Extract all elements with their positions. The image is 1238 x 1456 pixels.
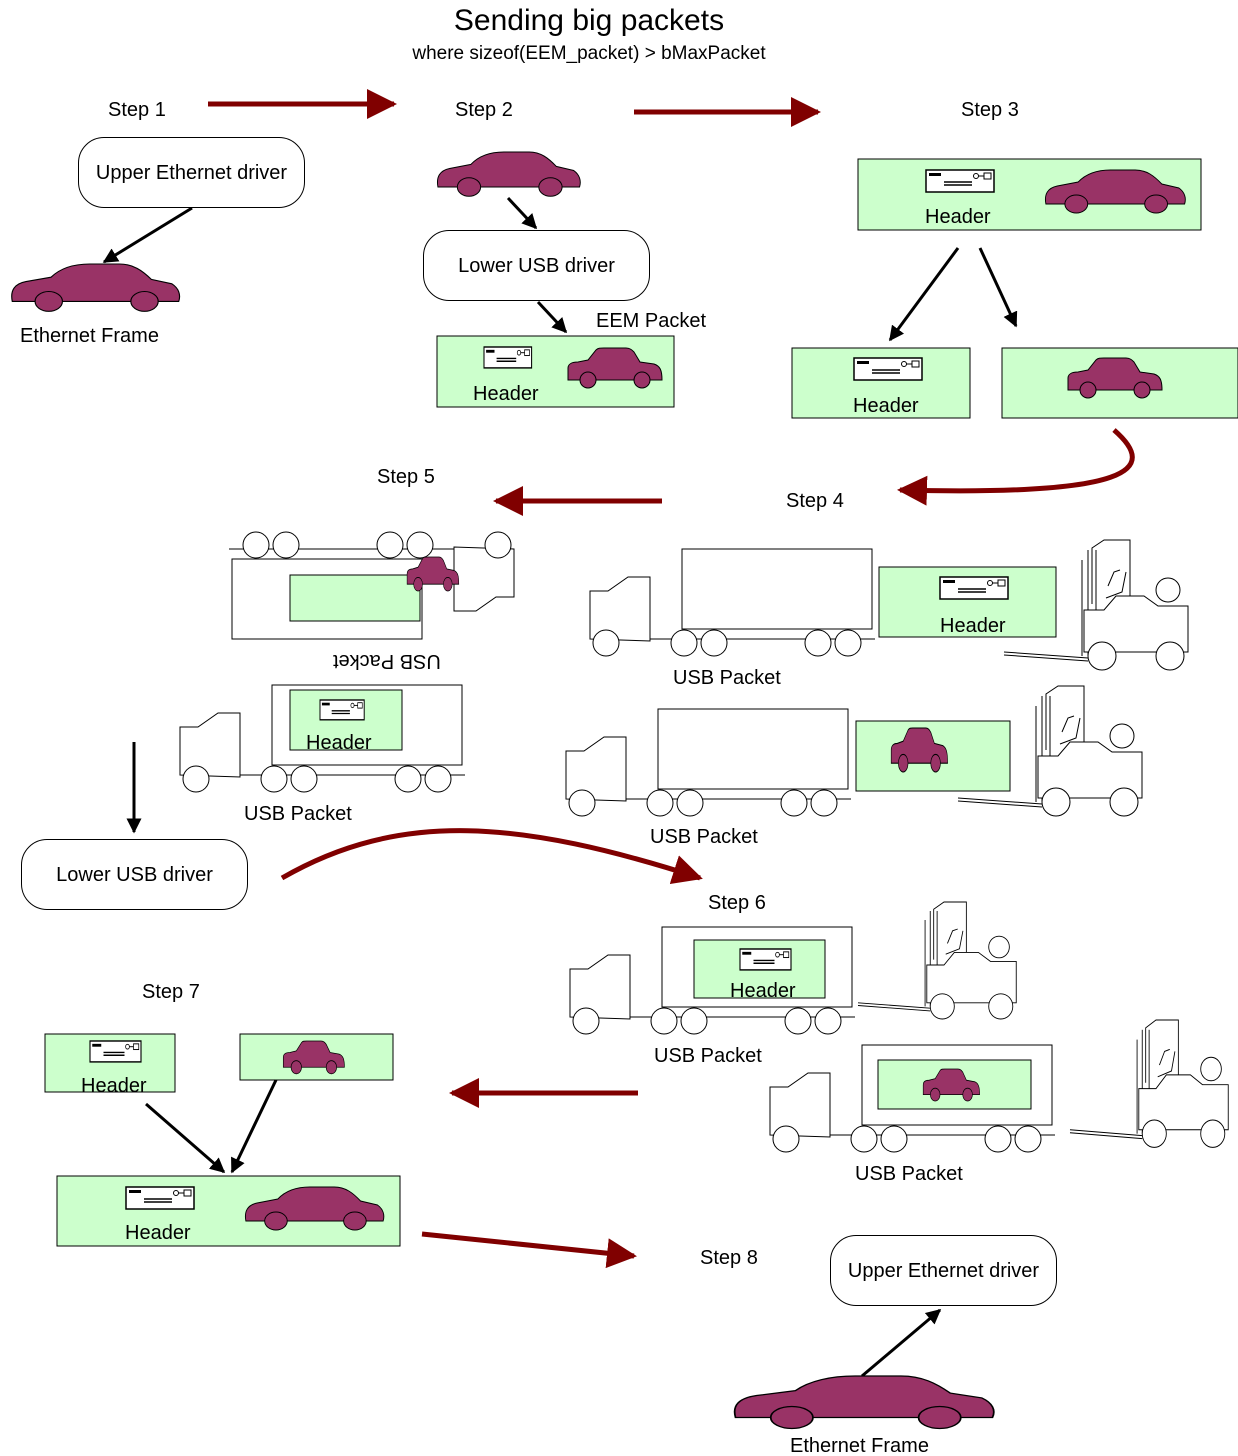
diagram-title: Sending big packets xyxy=(453,4,725,37)
header-label: Header xyxy=(940,615,1006,637)
header-label: Header xyxy=(306,732,372,754)
truck-icon xyxy=(589,548,876,657)
flipped-truck-group xyxy=(228,531,515,640)
envelope-icon xyxy=(939,576,1009,600)
usb-packet-label: USB Packet xyxy=(654,1045,762,1067)
step-label-6: Step 6 xyxy=(708,892,766,914)
header-label: Header xyxy=(925,206,991,228)
header-label: Header xyxy=(81,1075,147,1097)
diagram-subtitle: where sizeof(EEM_packet) > bMaxPacket xyxy=(412,43,766,64)
step-label-1: Step 1 xyxy=(108,99,166,121)
split-arrow-right xyxy=(978,247,1018,328)
usb-packet-label: USB Packet xyxy=(673,667,781,689)
arrow-frame-to-upper xyxy=(861,1308,942,1378)
step-label-8: Step 8 xyxy=(700,1247,758,1269)
envelope-icon xyxy=(319,699,365,721)
lower-usb-driver-label: Lower USB driver xyxy=(56,864,213,886)
upper-ethernet-driver-box-2: Upper Ethernet driver xyxy=(830,1235,1057,1306)
flow-arrow-7-8 xyxy=(421,1231,637,1269)
lower-usb-driver-box-1: Lower USB driver xyxy=(423,230,650,301)
header-label: Header xyxy=(473,383,539,405)
envelope-icon xyxy=(483,346,533,369)
header-label: Header xyxy=(730,980,796,1002)
forklift-icon xyxy=(1069,1019,1229,1148)
forklift-icon xyxy=(857,901,1017,1020)
truck-icon xyxy=(565,708,852,817)
usb-packet-label: USB Packet xyxy=(650,826,758,848)
lower-usb-driver-box-2: Lower USB driver xyxy=(21,839,248,910)
ethernet-frame-label-2: Ethernet Frame xyxy=(790,1435,929,1456)
arrow-lower-to-eem xyxy=(536,300,568,334)
car-cargo xyxy=(855,720,1011,792)
step-label-2: Step 2 xyxy=(455,99,513,121)
envelope-icon xyxy=(739,948,792,971)
header-label: Header xyxy=(125,1222,191,1244)
step-label-7: Step 7 xyxy=(142,981,200,1003)
arrow-upper-to-frame xyxy=(102,206,193,264)
flow-arrow-3-4 xyxy=(897,428,1135,506)
step-label-5: Step 5 xyxy=(377,466,435,488)
flow-arrow-5-6 xyxy=(280,828,703,885)
upper-ethernet-driver-label: Upper Ethernet driver xyxy=(95,162,288,184)
header-label: Header xyxy=(853,395,919,417)
ethernet-frame-car-2 xyxy=(733,1375,995,1430)
eem-packet-label: EEM Packet xyxy=(596,310,707,332)
lower-usb-driver-label: Lower USB driver xyxy=(458,255,615,277)
step-label-4: Step 4 xyxy=(786,490,844,512)
envelope-icon xyxy=(853,357,923,381)
car-cargo-flipped xyxy=(289,574,421,622)
envelope-icon xyxy=(125,1186,195,1210)
merge-arrow-right xyxy=(230,1079,278,1174)
ethernet-frame-car-1 xyxy=(11,263,181,312)
upper-ethernet-driver-label: Upper Ethernet driver xyxy=(847,1260,1040,1282)
usb-packet-label: USB Packet xyxy=(855,1163,963,1185)
split-arrow-left xyxy=(888,247,960,342)
step-label-3: Step 3 xyxy=(961,99,1019,121)
merge-arrow-left xyxy=(145,1102,226,1174)
usb-packet-label-flipped: USB Packet xyxy=(333,650,441,672)
arrow-car-to-lower xyxy=(506,196,538,230)
usb-packet-label: USB Packet xyxy=(244,803,352,825)
step2-car xyxy=(436,151,581,197)
envelope-icon xyxy=(89,1040,142,1063)
ethernet-frame-label-1: Ethernet Frame xyxy=(20,325,159,347)
upper-ethernet-driver-box-1: Upper Ethernet driver xyxy=(78,137,305,208)
envelope-icon xyxy=(925,169,995,193)
